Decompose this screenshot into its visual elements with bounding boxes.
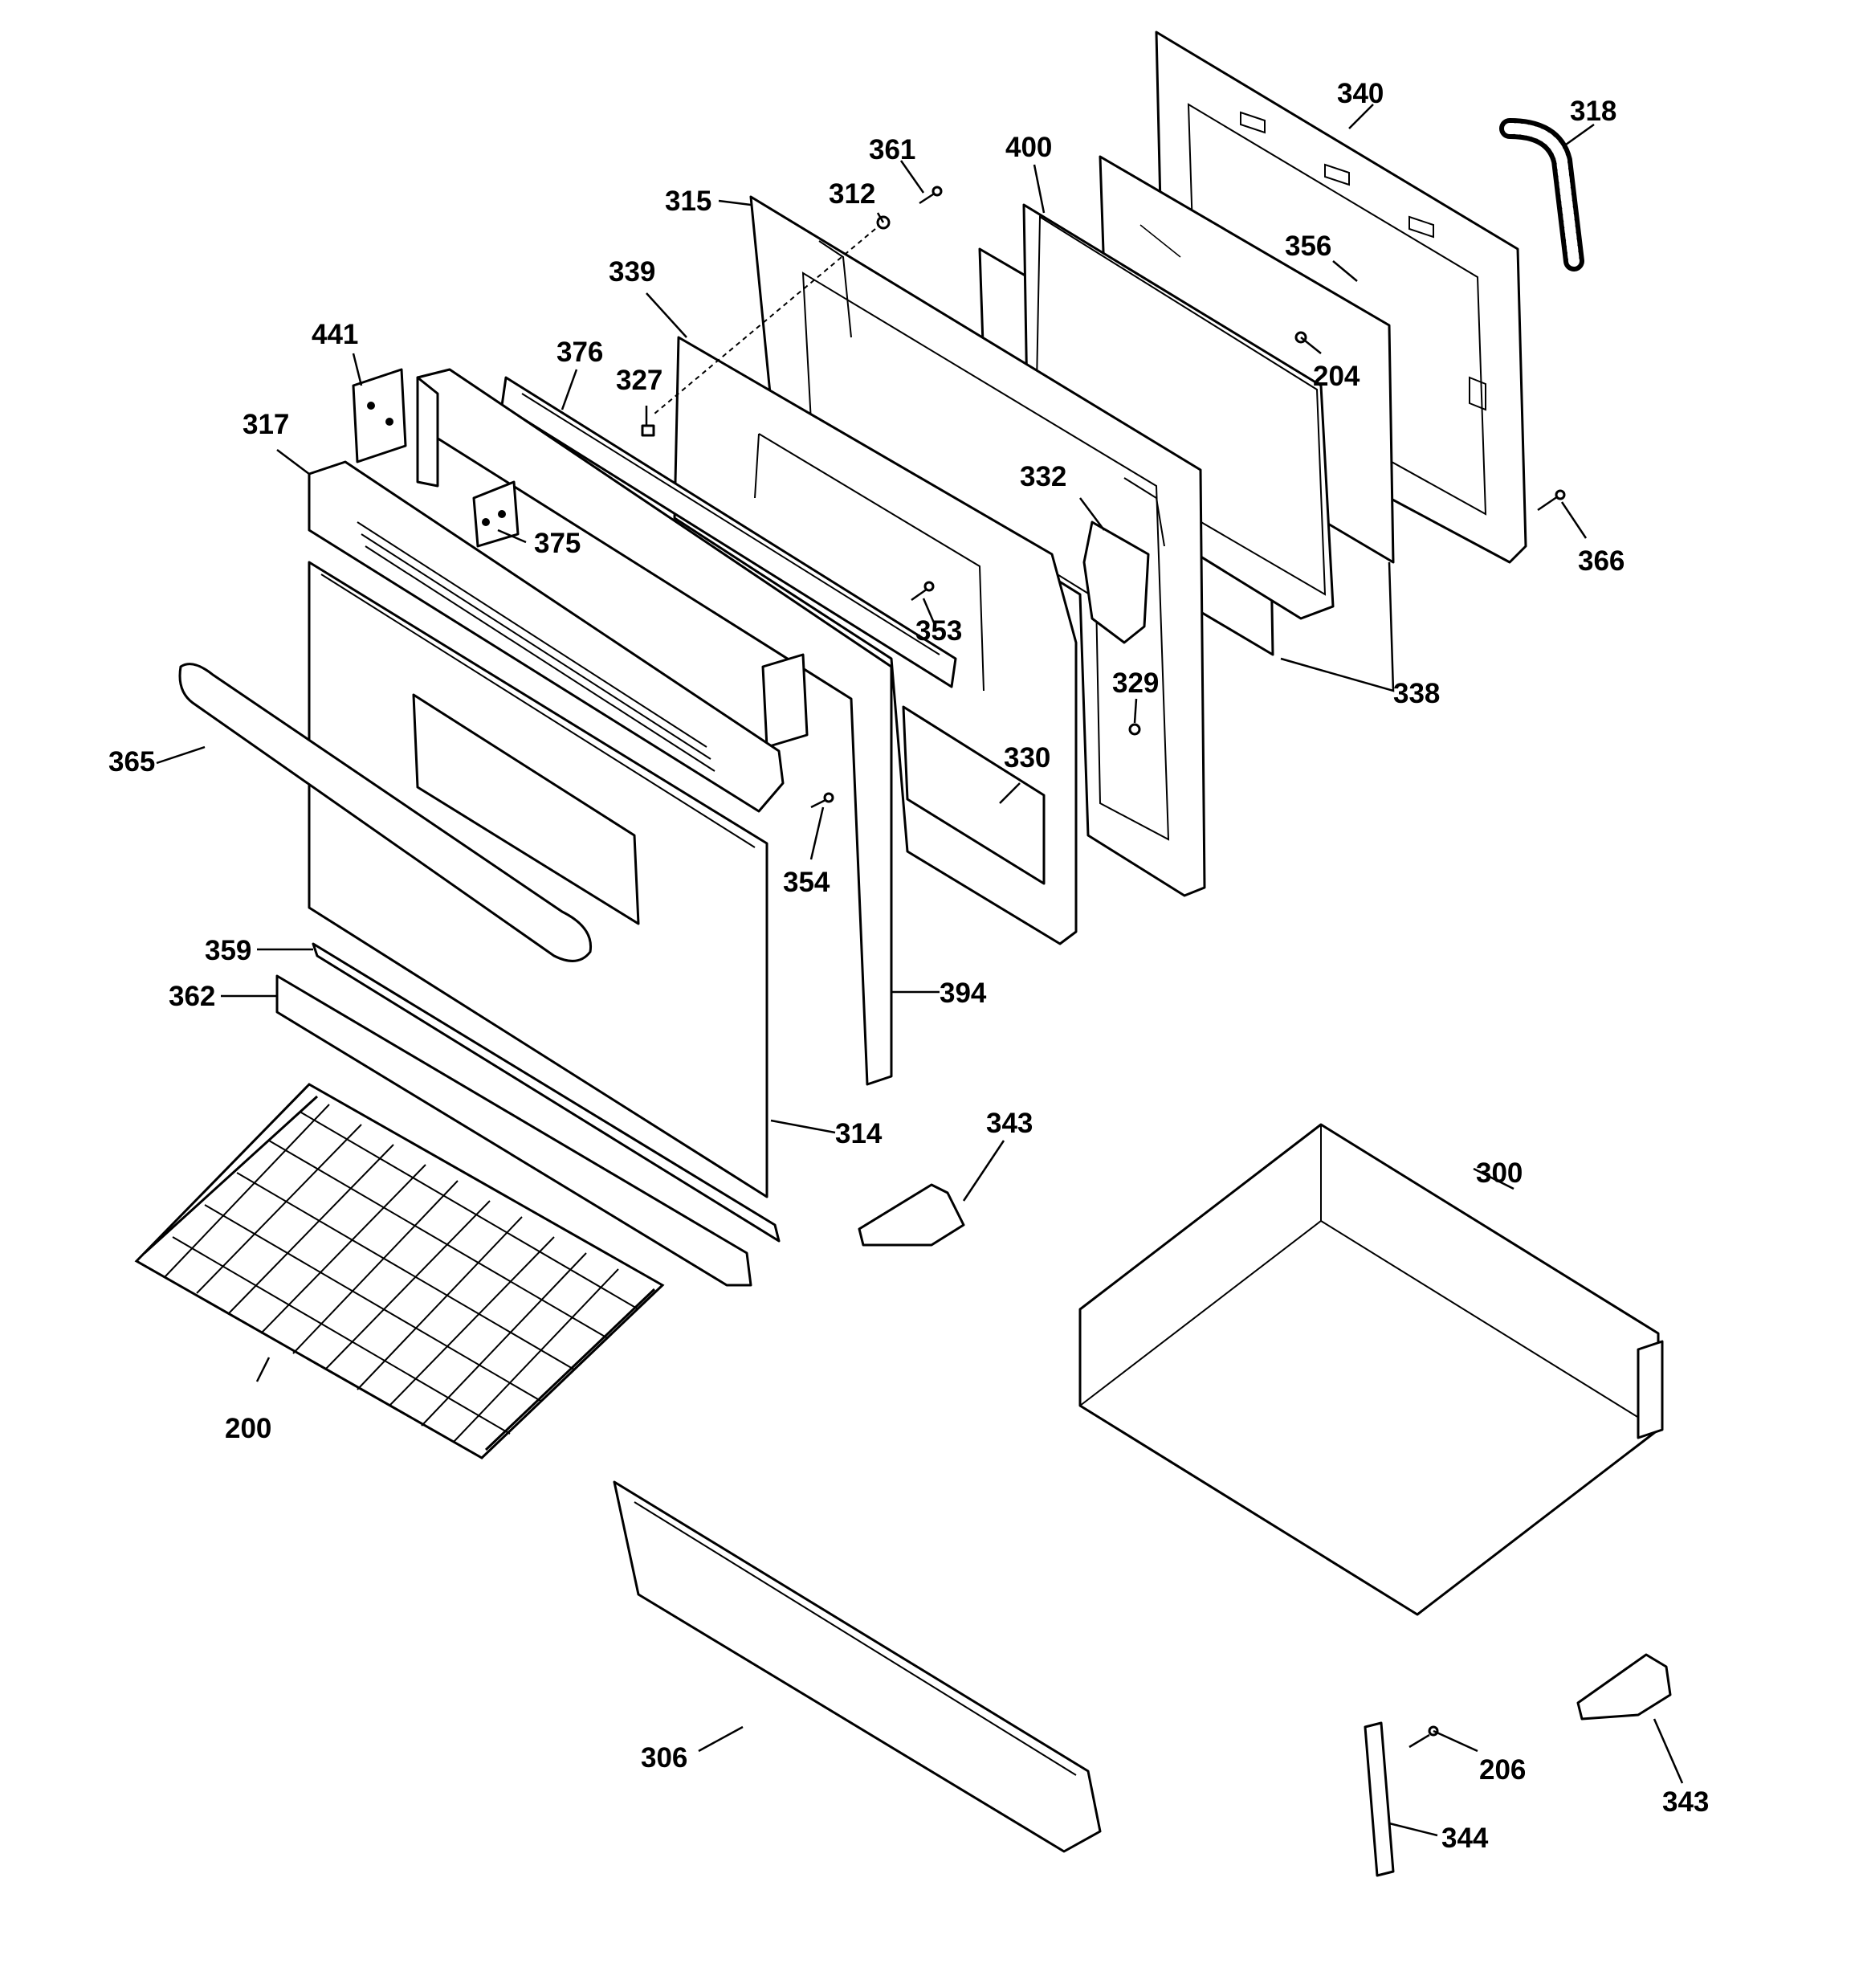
- part-332-insulation-block: [1082, 520, 1150, 644]
- callout-356: 356: [1285, 231, 1331, 262]
- callout-343-lower: 343: [1662, 1786, 1709, 1818]
- callout-344: 344: [1441, 1823, 1489, 1854]
- callout-204: 204: [1313, 361, 1360, 392]
- callout-359: 359: [205, 935, 251, 966]
- callout-315: 315: [665, 186, 711, 217]
- part-441-hinge-bracket: [352, 368, 407, 463]
- part-317-vent-trim: [308, 460, 785, 813]
- part-hinge-bracket-right: [761, 653, 809, 749]
- part-306-drawer-front: [613, 1480, 1102, 1853]
- part-376-top-trim: [500, 376, 957, 688]
- part-359-bottom-trim-strip: [312, 942, 781, 1243]
- callout-306: 306: [641, 1742, 687, 1774]
- callout-300: 300: [1476, 1157, 1523, 1189]
- callout-327: 327: [616, 365, 662, 396]
- callout-340: 340: [1337, 78, 1384, 109]
- part-375-hinge-bracket: [472, 480, 520, 548]
- callout-312: 312: [829, 178, 875, 210]
- callout-362: 362: [169, 981, 215, 1012]
- callout-376: 376: [556, 337, 603, 368]
- callout-338: 338: [1393, 678, 1440, 709]
- callout-317: 317: [243, 409, 289, 440]
- callout-361: 361: [869, 134, 915, 165]
- callout-343-upper: 343: [986, 1108, 1033, 1139]
- part-330-window-panel: [902, 705, 1046, 885]
- part-394-door-side-frame: [416, 368, 893, 1086]
- callout-353: 353: [915, 615, 962, 647]
- callout-441: 441: [312, 319, 358, 350]
- callout-200: 200: [225, 1413, 271, 1444]
- part-344-drawer-rail: [1364, 1721, 1395, 1877]
- callout-375: 375: [534, 528, 581, 559]
- leader-lines: [156, 104, 1684, 1837]
- callout-314: 314: [835, 1118, 883, 1149]
- callout-330: 330: [1004, 742, 1050, 774]
- callout-labels: 340 318 361 400 312 315 356 339 204 441 …: [108, 78, 1709, 1854]
- callout-329: 329: [1112, 667, 1159, 699]
- part-318-door-gasket: [1499, 118, 1584, 271]
- callout-339: 339: [609, 256, 655, 288]
- screw-hardware: [641, 186, 1566, 809]
- callout-206: 206: [1479, 1754, 1526, 1786]
- part-343-drawer-roller-lower: [1576, 1653, 1672, 1721]
- callout-365: 365: [108, 746, 155, 778]
- callout-332: 332: [1020, 461, 1066, 492]
- part-206-screw: [1408, 1725, 1439, 1749]
- assembly-guide-line: [654, 228, 876, 414]
- part-200-oven-rack: [134, 1083, 665, 1459]
- callout-400: 400: [1005, 132, 1052, 163]
- part-365-door-handle: [178, 663, 593, 962]
- callout-366: 366: [1578, 545, 1625, 577]
- part-300-storage-drawer: [1078, 1123, 1664, 1616]
- callout-318: 318: [1570, 96, 1616, 127]
- callout-354: 354: [783, 867, 830, 898]
- part-343-drawer-roller-upper: [858, 1183, 965, 1247]
- part-314-outer-door-panel: [308, 561, 768, 1198]
- callout-394: 394: [940, 978, 987, 1009]
- part-362-bottom-vent-trim: [275, 974, 752, 1287]
